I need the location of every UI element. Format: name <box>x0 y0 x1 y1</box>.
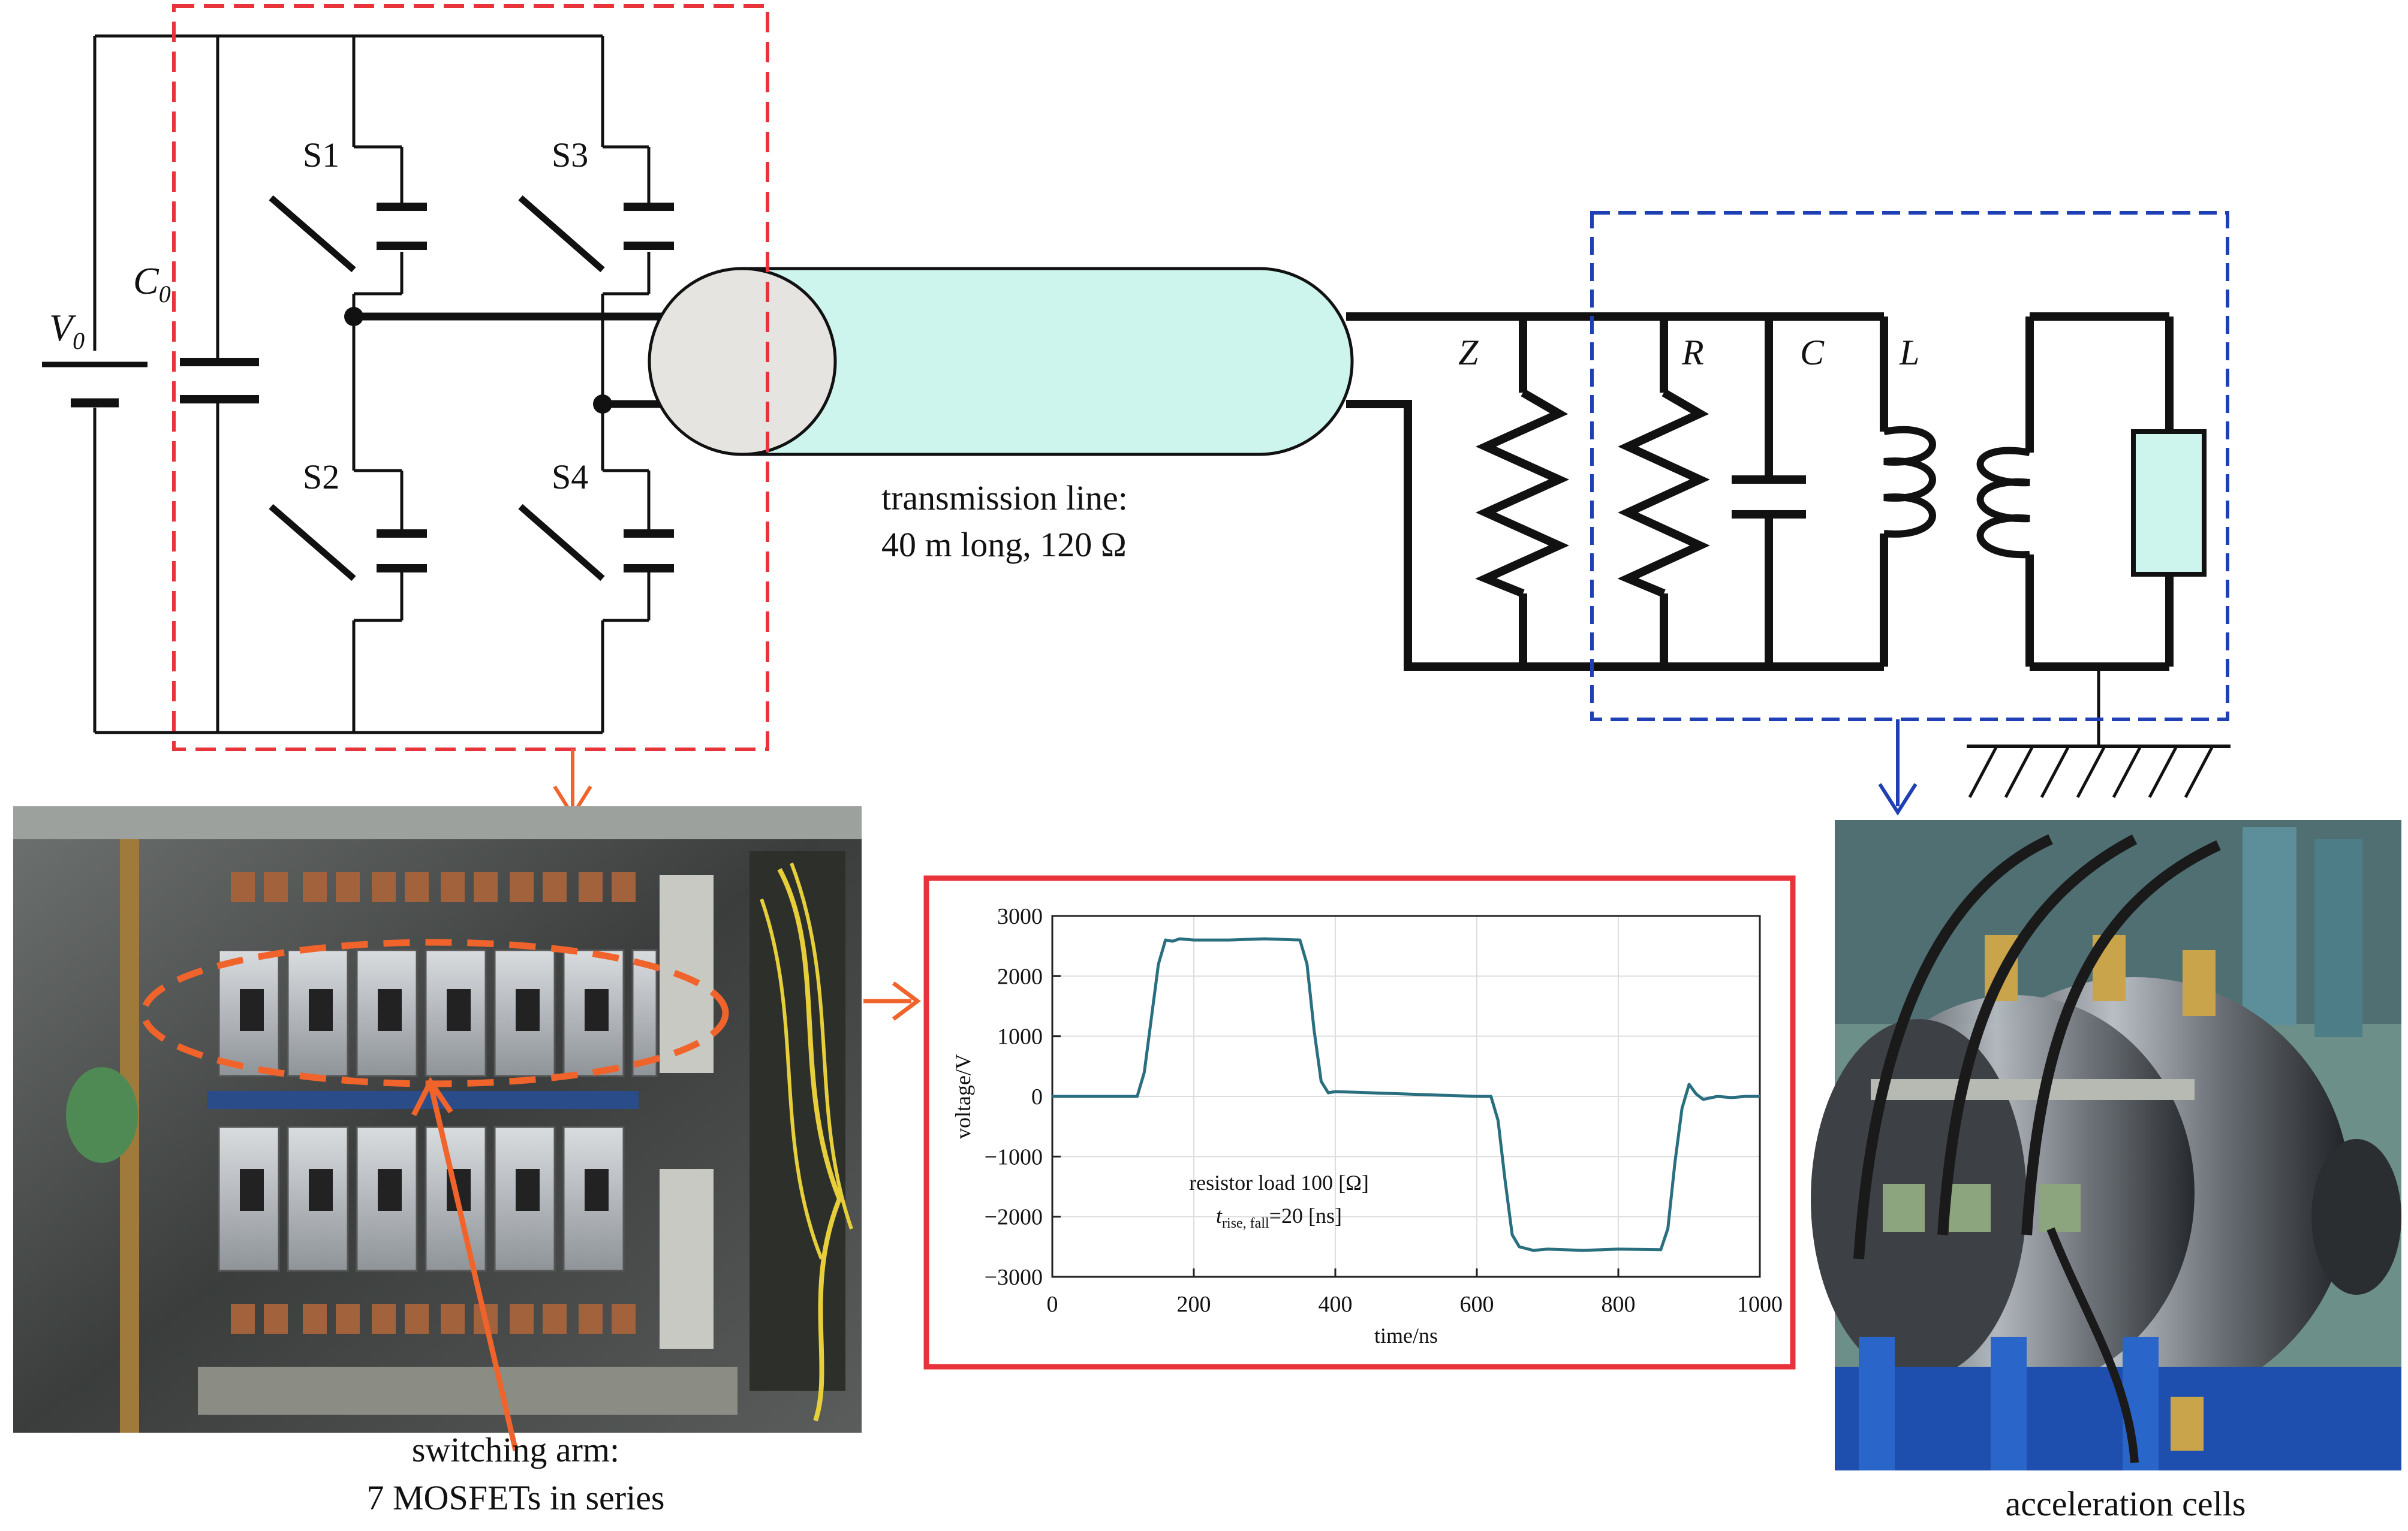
annotation-rise-fall: trise, fall=20 [ns] <box>1216 1204 1342 1231</box>
arrow-head <box>892 981 921 1021</box>
load-label-c: C <box>1800 333 1825 372</box>
y-axis-label: voltage/V <box>951 1054 975 1139</box>
switch-label-s3: S3 <box>552 135 588 174</box>
x-tick-label: 0 <box>1047 1292 1058 1317</box>
capacitor-c0 <box>180 358 259 403</box>
y-tick-label: 1000 <box>997 1024 1043 1050</box>
v0-label: V0 <box>49 306 85 354</box>
y-tick-label: −3000 <box>985 1265 1043 1290</box>
tline-label-line1: transmission line: <box>881 478 1128 517</box>
acceleration-cell-highlight-box <box>1590 211 2229 721</box>
junction-dot <box>344 307 363 326</box>
load-label-r: R <box>1681 333 1704 372</box>
bridge-circuit <box>93 34 604 734</box>
x-tick-label: 400 <box>1319 1292 1353 1317</box>
junction-dot <box>593 394 612 414</box>
caption-pointer <box>428 1083 519 1452</box>
load-label-z: Z <box>1458 333 1479 372</box>
c0-label: C0 <box>133 260 171 308</box>
load-circuit <box>1346 312 2231 798</box>
switch-label-s1: S1 <box>303 135 339 174</box>
arrow-head <box>1878 783 1918 816</box>
y-tick-label: 2000 <box>997 964 1043 989</box>
x-axis-label: time/ns <box>1374 1324 1438 1348</box>
x-tick-label: 200 <box>1177 1292 1211 1317</box>
dc-source-v0 <box>42 361 148 408</box>
voltage-trace <box>1052 937 1760 1252</box>
caption-pointer-head <box>411 1077 453 1117</box>
switch-label-s4: S4 <box>552 457 588 496</box>
switching-arm-photo <box>13 806 862 1433</box>
y-tick-label: −1000 <box>985 1144 1043 1170</box>
x-tick-label: 600 <box>1460 1292 1494 1317</box>
acceleration-cells-photo <box>1811 820 2401 1470</box>
chart-frame <box>923 875 1796 1370</box>
transmission-line-cable <box>648 267 1354 456</box>
x-tick-label: 800 <box>1602 1292 1636 1317</box>
annotation-resistor-load: resistor load 100 [Ω] <box>1189 1171 1369 1195</box>
mosfet-switch-s4 <box>518 469 674 622</box>
y-tick-label: −2000 <box>985 1205 1043 1230</box>
acceleration-cell-load <box>2131 429 2207 577</box>
mosfet-switch-s3 <box>518 145 674 296</box>
switch-label-s2: S2 <box>303 457 339 496</box>
y-tick-label: 0 <box>1031 1084 1043 1110</box>
switching-arm-highlight-box <box>172 4 769 751</box>
switching-caption-line2: 7 MOSFETs in series <box>366 1478 664 1517</box>
x-tick-label: 1000 <box>1737 1292 1783 1317</box>
mosfet-switch-s2 <box>269 469 427 622</box>
y-tick-label: 3000 <box>997 904 1043 929</box>
mosfet-switch-s1 <box>269 145 427 296</box>
acceleration-caption: acceleration cells <box>2006 1484 2246 1523</box>
switching-caption-line1: switching arm: <box>412 1430 619 1469</box>
waveform-chart: 0 200 400 600 800 1000 3000 2000 1000 0 −1000 −2000… <box>951 904 1783 1348</box>
load-label-l: L <box>1899 333 1919 372</box>
tline-label-line2: 40 m long, 120 Ω <box>881 525 1127 564</box>
